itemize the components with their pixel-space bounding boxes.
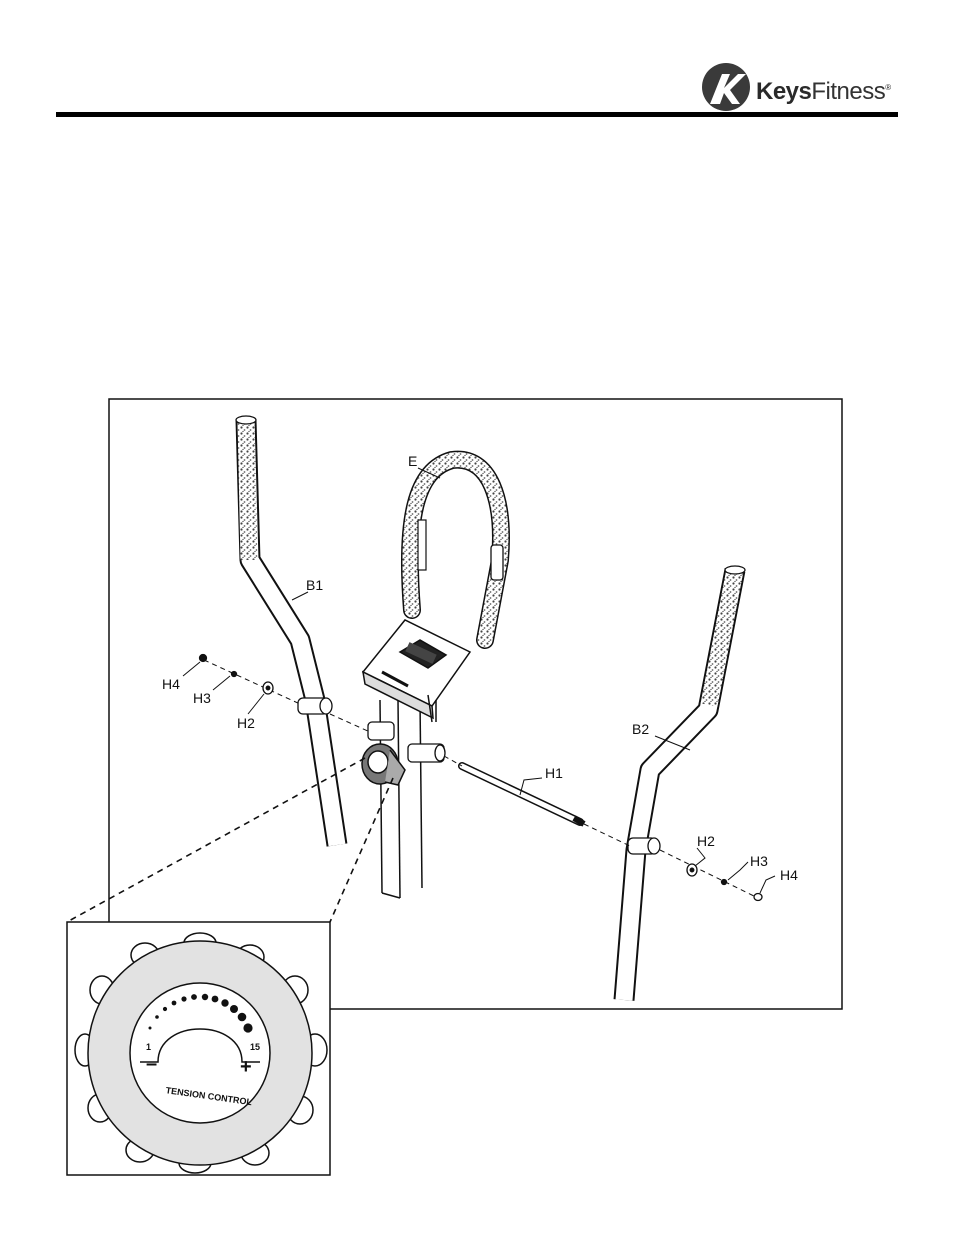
hardware-right xyxy=(687,864,762,901)
dial-max-level: 15 xyxy=(250,1042,260,1052)
label-h4-right: H4 xyxy=(780,867,798,883)
arm-b2 xyxy=(624,566,745,1000)
leader-lines xyxy=(183,468,775,893)
label-h2-left: H2 xyxy=(237,715,255,731)
label-h1: H1 xyxy=(545,765,563,781)
label-h3-left: H3 xyxy=(193,690,211,706)
label-h3-right: H3 xyxy=(750,853,768,869)
arm-b1 xyxy=(236,416,337,845)
hardware-left xyxy=(200,655,274,695)
dial-minus-icon: – xyxy=(146,1053,157,1075)
label-e: E xyxy=(408,453,417,469)
dial-min-level: 1 xyxy=(146,1042,151,1052)
handlebar-e xyxy=(410,460,503,640)
console-display xyxy=(363,620,470,722)
label-h4-left: H4 xyxy=(162,676,180,692)
label-h2-right: H2 xyxy=(697,833,715,849)
dial-plus-icon: + xyxy=(240,1056,252,1078)
diagram-frame xyxy=(109,399,842,1009)
axle-h1 xyxy=(462,766,584,824)
label-b2: B2 xyxy=(632,721,649,737)
label-b1: B1 xyxy=(306,577,323,593)
